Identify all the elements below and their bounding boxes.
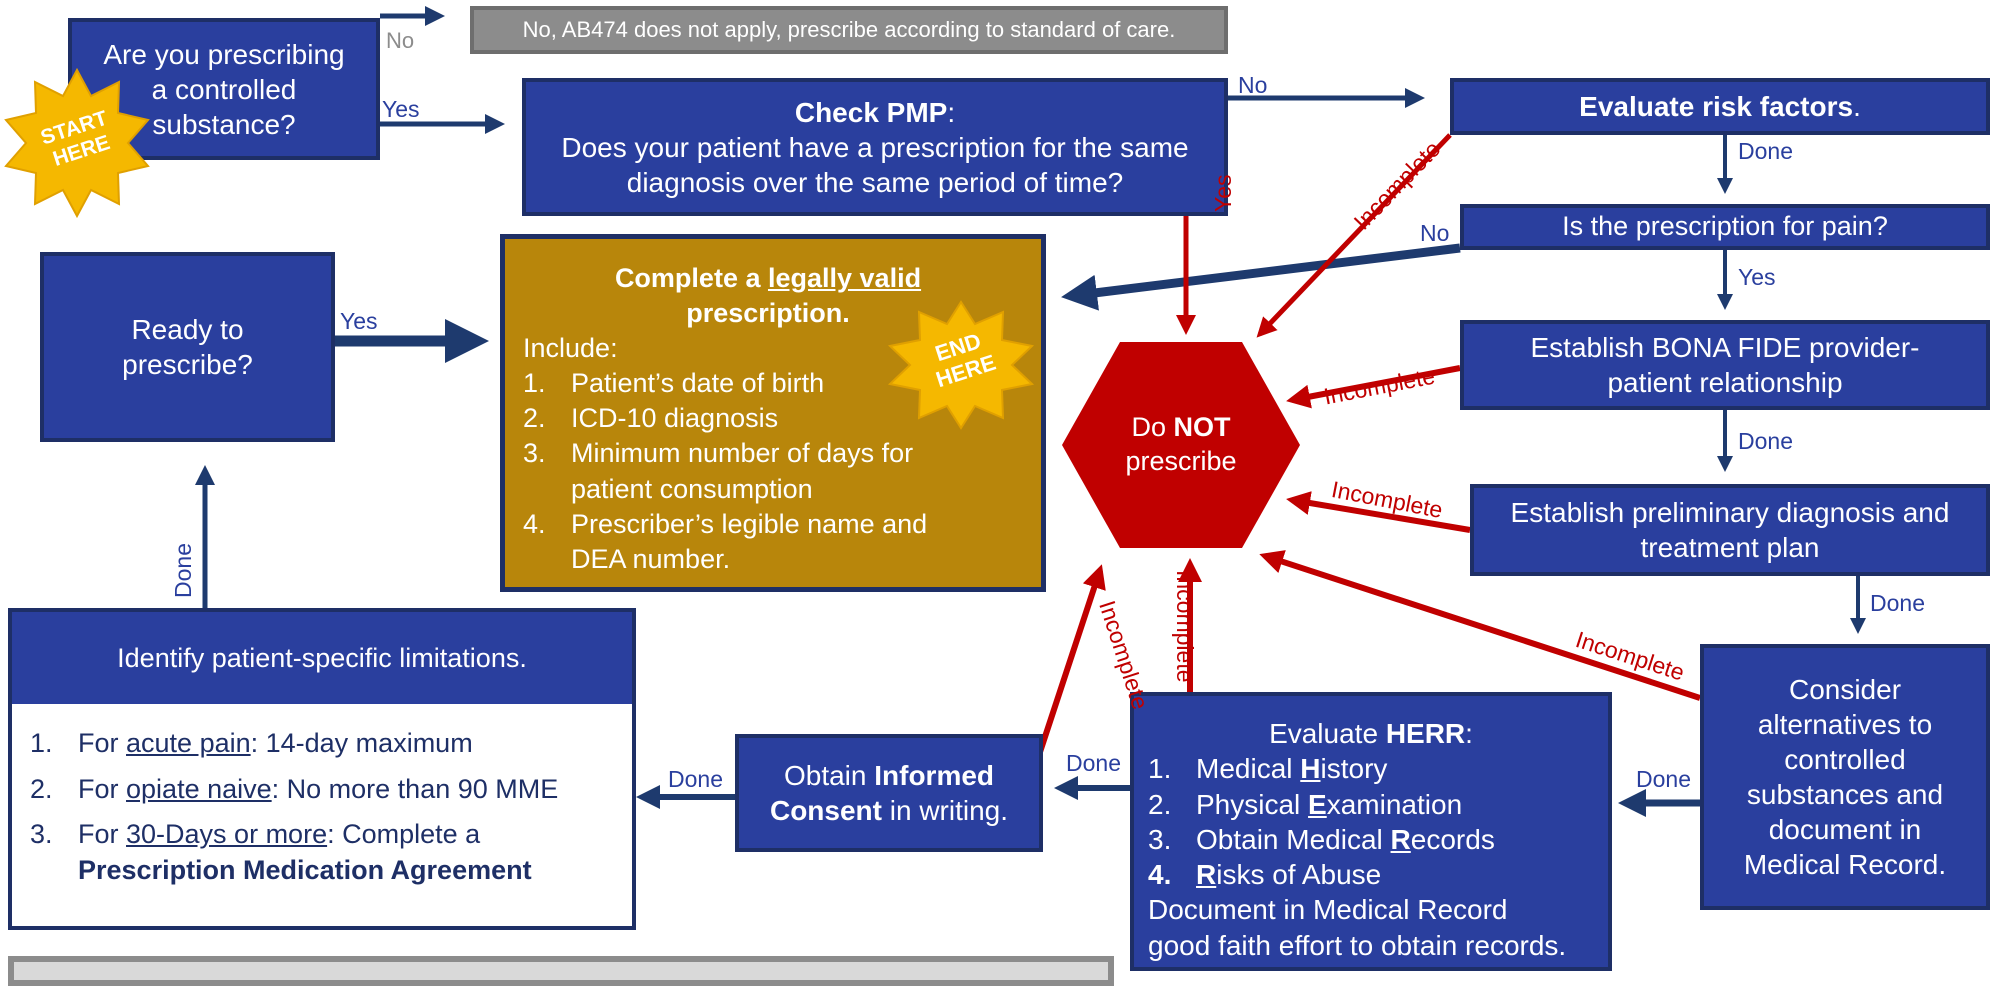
edge-label-done: Done	[668, 766, 723, 792]
limitations-list: 1.For acute pain: 14-day maximum 2.For o…	[12, 704, 632, 889]
complete-include-label: Include:	[523, 333, 618, 364]
consent-box: Obtain Informed Consent in writing.	[735, 734, 1043, 852]
herr-title-bold: HERR	[1385, 718, 1466, 749]
complete-title-1: Complete a	[614, 263, 768, 293]
edge-label-done: Done	[1870, 590, 1925, 616]
edge-label-done: Done	[1738, 428, 1793, 454]
complete-item: 1.Patient’s date of birth	[523, 368, 825, 399]
evaluate-risk-box: Evaluate risk factors.	[1450, 78, 1990, 135]
edge-label-yes: Yes	[382, 96, 420, 122]
herr-footer-1: Document in Medical Record	[1148, 894, 1508, 926]
consider-alt-text: Consider alternatives to controlled subs…	[1743, 674, 1947, 880]
start-here-badge	[4, 68, 150, 218]
bona-fide-text: Establish BONA FIDE provider-patient rel…	[1530, 332, 1920, 398]
herr-list: 1.Medical History 2.Physical Examination…	[1148, 751, 1495, 892]
consider-alt-box: Consider alternatives to controlled subs…	[1700, 644, 1990, 910]
edge-label-no: No	[386, 28, 415, 53]
edge-label-no: No	[1238, 72, 1268, 98]
no-apply-text: No, AB474 does not apply, prescribe acco…	[522, 17, 1176, 42]
ready-text: Ready to prescribe?	[122, 314, 253, 380]
consent-text-1: Obtain	[783, 760, 875, 791]
herr-box: Evaluate HERR: 1.Medical History 2.Physi…	[1130, 692, 1612, 971]
arrow-consider-incomplete	[1259, 550, 1701, 701]
consent-text-bold: Informed Consent	[769, 760, 995, 826]
herr-item: 3.Obtain Medical Records	[1148, 823, 1495, 855]
herr-title-3: :	[1465, 718, 1473, 749]
herr-item: 4.Risks of Abuse	[1148, 859, 1382, 891]
edge-label-yes: Yes	[1210, 174, 1236, 212]
start-question-box: Are you prescribing a controlled substan…	[68, 18, 380, 160]
edge-label-no: No	[1420, 220, 1450, 246]
check-pmp-colon: :	[947, 96, 956, 128]
arrow-bona-incomplete	[1286, 365, 1461, 409]
no-apply-note: No, AB474 does not apply, prescribe acco…	[470, 6, 1228, 54]
check-pmp-question: Does your patient have a prescription fo…	[561, 131, 1189, 198]
prelim-dx-text: Establish preliminary diagnosis and trea…	[1510, 497, 1950, 563]
do-not-prescribe-text: Do NOT prescribe	[1125, 412, 1237, 476]
edge-label-done: Done	[1066, 750, 1121, 776]
edge-label-yes: Yes	[340, 308, 378, 334]
limitations-title: Identify patient-specific limitations.	[117, 642, 527, 673]
pain-question-box: Is the prescription for pain?	[1460, 204, 1990, 250]
ready-box: Ready to prescribe?	[40, 252, 335, 442]
edge-label-done: Done	[170, 543, 196, 598]
herr-item: 1.Medical History	[1148, 753, 1388, 785]
arrow-consent-incomplete	[1037, 564, 1106, 753]
limitations-header: Identify patient-specific limitations.	[12, 612, 632, 704]
arrow-pain-no	[1061, 243, 1461, 311]
end-here-badge	[887, 300, 1035, 430]
complete-title-3: prescription.	[686, 298, 850, 329]
evaluate-risk-text: Evaluate risk factors	[1579, 91, 1854, 122]
limitations-box: Identify patient-specific limitations. 1…	[8, 608, 636, 930]
edge-label-incomplete: Incomplete	[1172, 570, 1198, 683]
prelim-dx-box: Establish preliminary diagnosis and trea…	[1470, 484, 1990, 576]
start-question-text: Are you prescribing a controlled substan…	[103, 38, 345, 140]
herr-title-1: Evaluate	[1269, 718, 1386, 749]
arrow-risk-incomplete	[1256, 133, 1452, 338]
complete-item: 2.ICD-10 diagnosis	[523, 403, 779, 434]
complete-list: 1.Patient’s date of birth 2.ICD-10 diagn…	[523, 366, 963, 577]
limitation-item: 1.For acute pain: 14-day maximum	[30, 728, 473, 758]
bona-fide-box: Establish BONA FIDE provider-patient rel…	[1460, 320, 1990, 410]
complete-item: 4.Prescriber’s legible name and DEA numb…	[523, 508, 928, 574]
complete-title-underlined: legally valid	[767, 263, 922, 293]
check-pmp-title: Check PMP	[794, 96, 948, 128]
evaluate-risk-period: .	[1853, 91, 1861, 122]
do-not-prescribe-hexagon	[1062, 342, 1300, 548]
check-pmp-box: Check PMP: Does your patient have a pres…	[522, 78, 1228, 216]
complete-item: 3.Minimum number of days for patient con…	[523, 438, 914, 504]
consent-text-3: in writing.	[881, 795, 1009, 826]
herr-footer-2: good faith effort to obtain records.	[1148, 929, 1567, 961]
edge-label-done: Done	[1738, 138, 1793, 164]
pain-question-text: Is the prescription for pain?	[1562, 211, 1888, 242]
edge-label-done: Done	[1636, 766, 1691, 792]
arrow-prelim-incomplete	[1286, 491, 1471, 533]
limitation-item: 2.For opiate naive: No more than 90 MME	[30, 773, 559, 804]
edge-label-yes: Yes	[1738, 264, 1776, 290]
herr-item: 2.Physical Examination	[1148, 788, 1463, 820]
bottom-gray-bar	[8, 956, 1114, 986]
